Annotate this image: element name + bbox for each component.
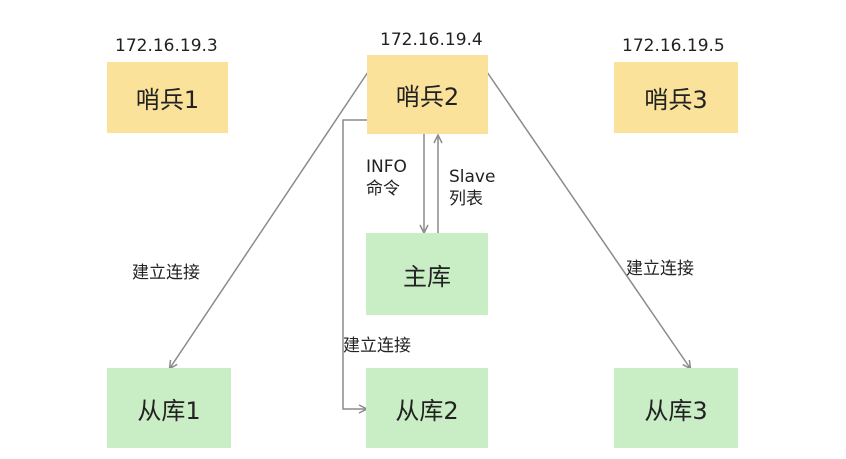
replica2-node: 从库2: [366, 368, 488, 448]
arrow-sentinel2-to-replica3: [486, 71, 690, 368]
connect-label-left: 建立连接: [132, 263, 200, 283]
replica3-label: 从库3: [644, 396, 708, 425]
info-command-line1: INFO: [366, 157, 407, 177]
slave-list-label: Slave 列表: [449, 166, 495, 210]
master-label: 主库: [403, 262, 451, 291]
replica2-label: 从库2: [395, 396, 459, 425]
info-command-label: INFO 命令: [366, 156, 407, 200]
replica1-label: 从库1: [137, 396, 201, 425]
slave-list-line1: Slave: [449, 167, 496, 187]
connect-label-middle: 建立连接: [343, 336, 411, 356]
sentinel3-ip: 172.16.19.5: [622, 36, 725, 56]
info-command-line2: 命令: [366, 179, 400, 199]
sentinel3-label: 哨兵3: [644, 86, 708, 114]
sentinel2-label: 哨兵2: [395, 83, 460, 111]
replica3-node: 从库3: [614, 368, 738, 448]
replica1-node: 从库1: [107, 368, 231, 448]
connect-label-right: 建立连接: [626, 259, 694, 279]
sentinel2-node: 哨兵2: [367, 55, 488, 134]
slave-list-line2: 列表: [449, 189, 483, 209]
sentinel1-node: 哨兵1: [107, 62, 228, 133]
sentinel2-ip: 172.16.19.4: [380, 30, 483, 50]
arrow-sentinel2-to-replica2: [342, 119, 368, 409]
sentinel1-ip: 172.16.19.3: [115, 36, 218, 56]
arrow-sentinel2-to-replica1: [170, 71, 369, 368]
sentinel3-node: 哨兵3: [614, 62, 738, 133]
sentinel1-label: 哨兵1: [135, 86, 200, 114]
master-node: 主库: [366, 233, 488, 315]
